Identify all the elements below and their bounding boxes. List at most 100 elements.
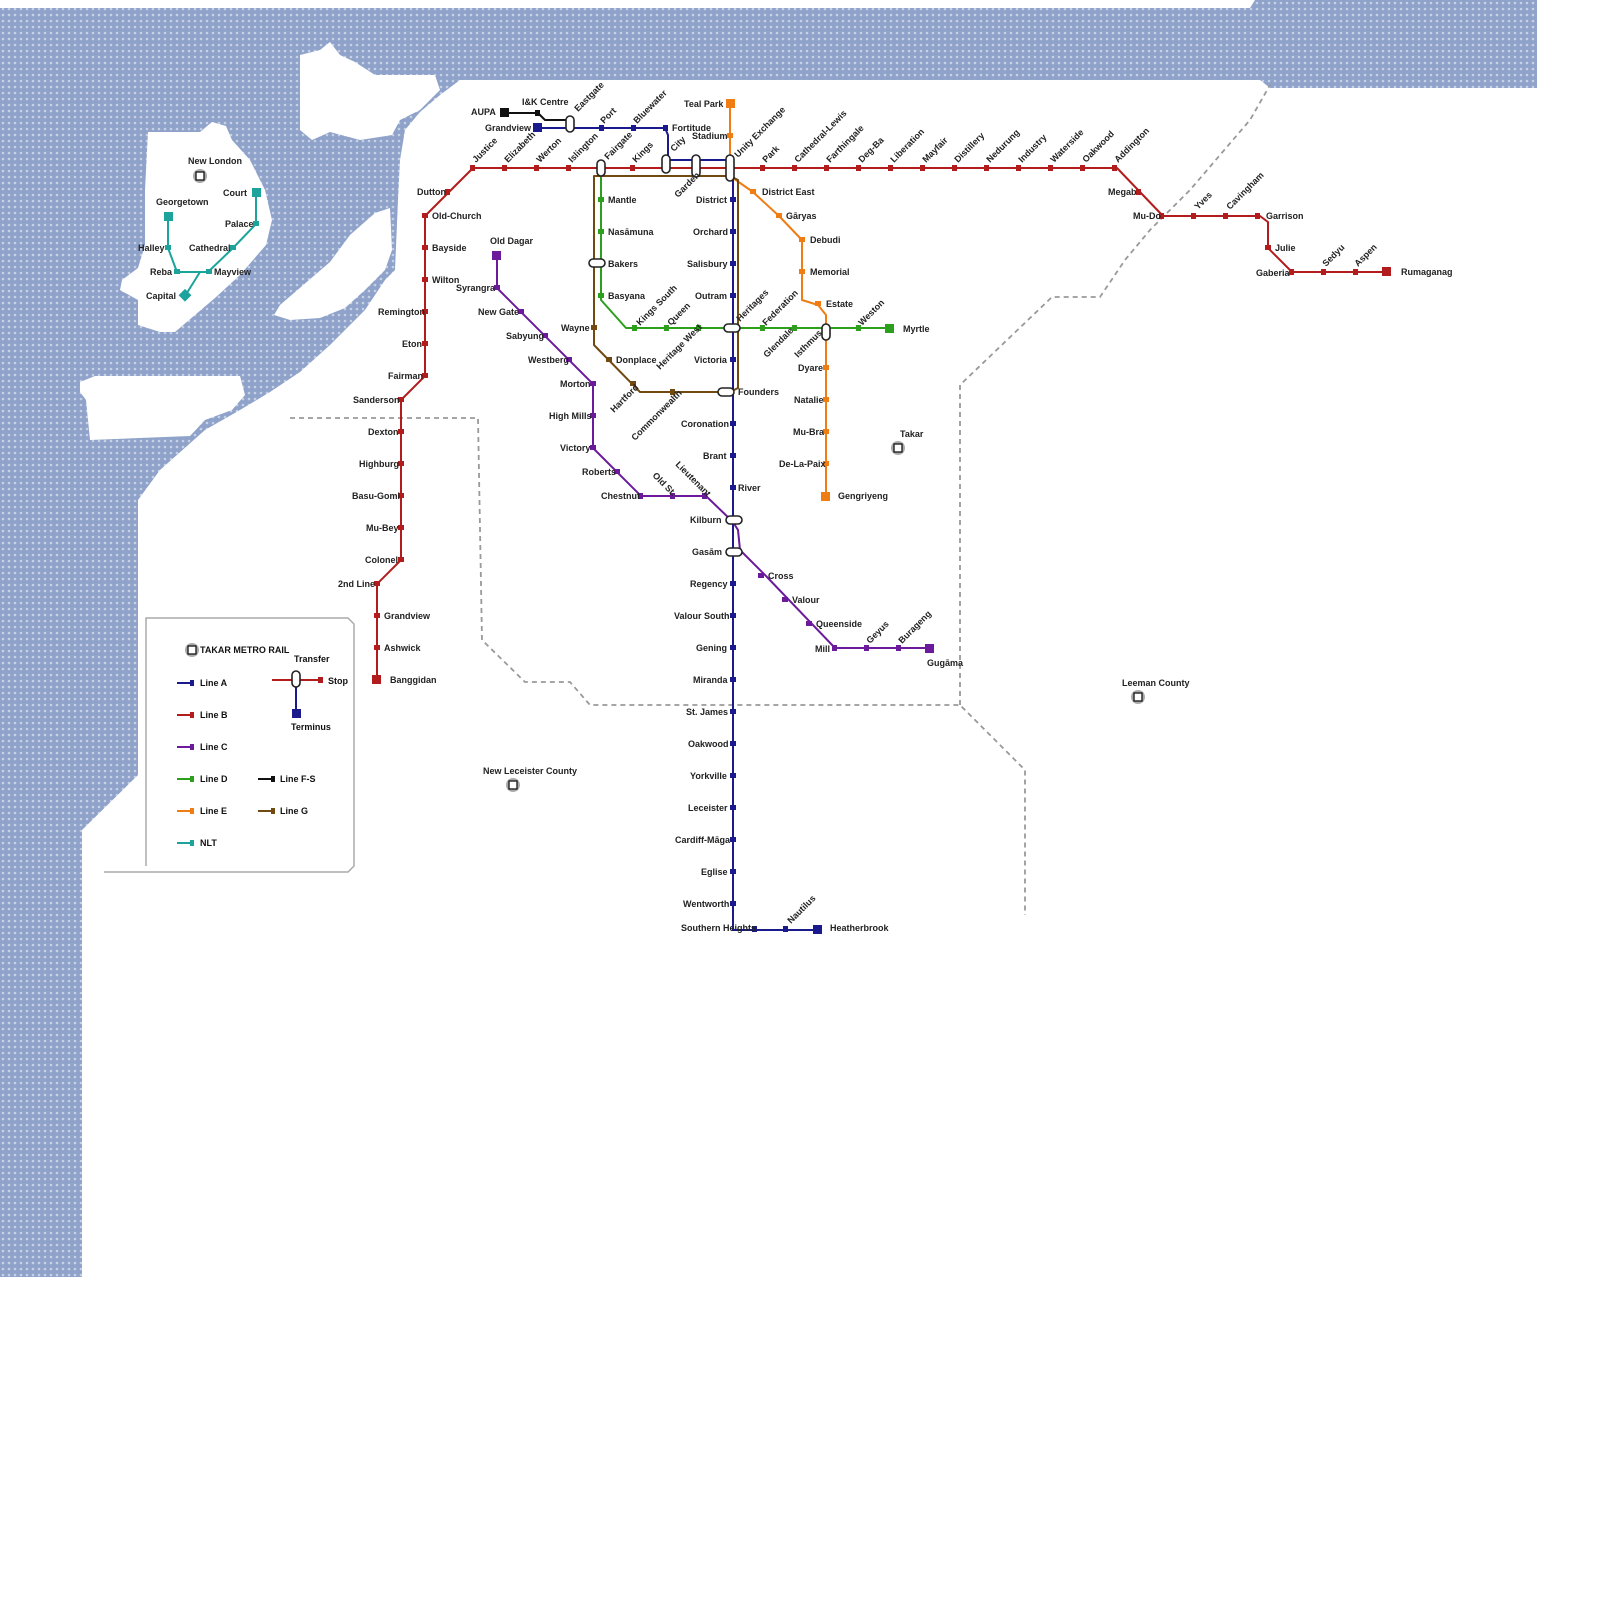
station-founders: Founders (738, 387, 779, 397)
station-gasam: Gasām (692, 547, 722, 557)
station-court: Court (223, 188, 247, 198)
station-dexton: Dexton (368, 427, 399, 437)
station-mu-do: Mu-Do (1133, 211, 1161, 221)
station-miranda: Miranda (693, 675, 729, 685)
station-banggidan: Banggidan (390, 675, 437, 685)
station-park: Park (760, 143, 782, 165)
station-mu-bey: Mu-Bey (366, 523, 399, 533)
station-kilburn: Kilburn (690, 515, 722, 525)
station-ik-centre: I&K Centre (522, 97, 569, 107)
station-oakwood-b: Oakwood (1080, 129, 1116, 165)
station-river: River (738, 483, 761, 493)
water-body (0, 0, 1537, 1277)
station-commonwealth: Commonwealth (629, 388, 683, 442)
legend-nlt-label: NLT (200, 838, 217, 848)
station-valour: Valour (792, 595, 820, 605)
station-old-dagar: Old Dagar (490, 236, 534, 246)
legend-line-c (177, 744, 194, 750)
station-old-st: Old St. (651, 470, 679, 498)
city-takar: Takar (900, 429, 924, 439)
line-e (729, 103, 827, 497)
station-heatherbrook: Heatherbrook (830, 923, 890, 933)
station-glendale: Glendale (761, 325, 795, 359)
city-leeman: Leeman County (1122, 678, 1190, 688)
station-syrangra: Syrangra (456, 283, 496, 293)
station-wentworth: Wentworth (683, 899, 729, 909)
station-old-church: Old-Church (432, 211, 482, 221)
legend-line-g-label: Line G (280, 806, 308, 816)
legend-line-g (258, 808, 275, 814)
legend-line-fs-label: Line F-S (280, 774, 316, 784)
legend-transfer-sample (272, 670, 323, 718)
station-brant: Brant (703, 451, 727, 461)
station-mantle: Mantle (608, 195, 637, 205)
city-new-leceister-marker (506, 778, 520, 792)
legend-nlt (177, 840, 194, 846)
station-teal-park: Teal Park (684, 99, 724, 109)
station-outram: Outram (695, 291, 727, 301)
station-eton: Eton (402, 339, 422, 349)
station-mayview: Mayview (214, 267, 252, 277)
station-distillery: Distillery (952, 130, 986, 164)
station-palace: Palace (225, 219, 254, 229)
city-new-leceister: New Leceister County (483, 766, 577, 776)
city-new-london-marker (193, 169, 207, 183)
station-garrison: Garrison (1266, 211, 1304, 221)
legend-transfer: Transfer (294, 654, 330, 664)
transfer-stations (565, 115, 831, 557)
station-coronation: Coronation (681, 419, 729, 429)
station-stadium: Stadium (692, 131, 728, 141)
city-takar-marker (891, 441, 905, 455)
station-oakwood-a: Oakwood (688, 739, 729, 749)
station-westberg: Westberg (528, 355, 569, 365)
city-labels: New London Takar Leeman County New Lecei… (188, 156, 1190, 776)
station-werton: Werton (534, 136, 563, 165)
station-high-mills: High Mills (549, 411, 592, 421)
station-regency: Regency (690, 579, 728, 589)
station-victory: Victory (560, 443, 590, 453)
station-rumaganag: Rumaganag (1401, 267, 1453, 277)
station-hartford: Hartford (608, 382, 640, 414)
station-dutton: Dutton (417, 187, 446, 197)
legend-line-b-label: Line B (200, 710, 228, 720)
station-justice: Justice (470, 135, 499, 164)
station-second-line: 2nd Line (338, 579, 375, 589)
legend-line-a-label: Line A (200, 678, 228, 688)
station-yorkville: Yorkville (690, 771, 727, 781)
station-halley: Halley (138, 243, 165, 253)
station-cathedral-lewis: Cathedral-Lewis (792, 108, 848, 164)
station-victoria: Victoria (694, 355, 728, 365)
station-eastgate: Eastgate (572, 80, 606, 114)
station-gengriyeng: Gengriyeng (838, 491, 888, 501)
station-megab: Megab (1108, 187, 1137, 197)
station-geyus: Geyus (864, 619, 891, 646)
station-julie: Julie (1275, 243, 1296, 253)
station-basu-gomi: Basu-Gomi (352, 491, 400, 501)
station-valour-south: Valour South (674, 611, 730, 621)
station-st-james: St. James (686, 707, 728, 717)
legend-line-fs (258, 776, 275, 782)
station-salisbury: Salisbury (687, 259, 728, 269)
station-reba: Reba (150, 267, 173, 277)
land-islands (80, 42, 440, 440)
station-elizabeth: Elizabeth (502, 129, 537, 164)
station-burageng: Burageng (896, 609, 933, 646)
legend-line-d (177, 776, 194, 782)
station-dyare: Dyare (798, 363, 823, 373)
station-colonel: Colonel (365, 555, 398, 565)
station-cavingham: Cavingham (1224, 170, 1265, 211)
station-industry: Industry (1016, 132, 1048, 164)
station-sabyung: Sabyung (506, 331, 544, 341)
station-nasamuna: Nasāmuna (608, 227, 655, 237)
station-fairgate: Fairgate (602, 130, 634, 162)
station-isthmus: Isthmus (792, 328, 823, 359)
city-leeman-marker (1131, 690, 1145, 704)
station-leceister: Leceister (688, 803, 728, 813)
station-eglise: Eglise (701, 867, 728, 877)
station-mayfair: Mayfair (920, 135, 950, 165)
station-remington: Remington (378, 307, 425, 317)
station-mu-bra: Mu-Bra (793, 427, 825, 437)
station-ashwick: Ashwick (384, 643, 422, 653)
station-basyana: Basyana (608, 291, 646, 301)
station-bluewater: Bluewater (631, 88, 669, 126)
